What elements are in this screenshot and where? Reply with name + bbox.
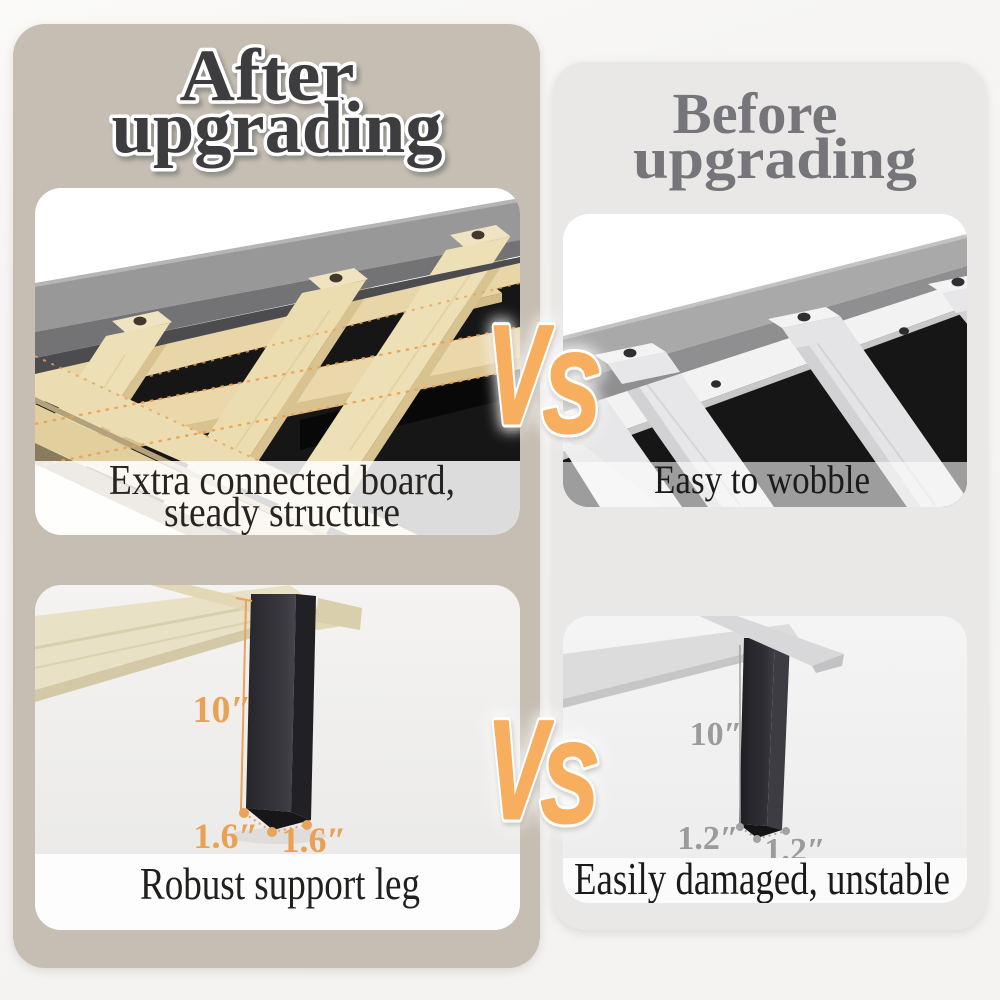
svg-text:upgrading: upgrading (633, 126, 917, 191)
svg-text:S: S (541, 720, 597, 846)
svg-text:V: V (487, 692, 553, 848)
svg-text:V: V (487, 297, 553, 453)
svg-text:Extra connected board,: Extra connected board, (109, 458, 455, 504)
svg-text:Robust support leg: Robust support leg (140, 859, 420, 909)
svg-text:After: After (180, 35, 355, 117)
svg-text:S: S (543, 330, 599, 456)
svg-text:S: S (543, 330, 599, 456)
svg-text:steady structure: steady structure (164, 490, 400, 536)
svg-text:V: V (487, 297, 553, 453)
svg-text:S: S (543, 330, 599, 456)
svg-text:V: V (487, 692, 553, 848)
svg-text:1.2″: 1.2″ (677, 820, 738, 857)
svg-text:S: S (541, 720, 597, 846)
svg-text:10″: 10″ (690, 716, 743, 753)
svg-text:10″: 10″ (193, 689, 252, 731)
svg-text:S: S (541, 720, 597, 846)
svg-text:V: V (487, 692, 553, 848)
svg-text:upgrading: upgrading (112, 87, 443, 169)
svg-text:1.6″: 1.6″ (194, 816, 259, 856)
svg-text:Easy to wobble: Easy to wobble (654, 457, 870, 502)
svg-text:V: V (487, 297, 553, 453)
svg-text:1.6″: 1.6″ (282, 820, 347, 860)
svg-text:Before: Before (673, 81, 838, 146)
svg-text:Easily damaged, unstable: Easily damaged, unstable (574, 853, 950, 904)
